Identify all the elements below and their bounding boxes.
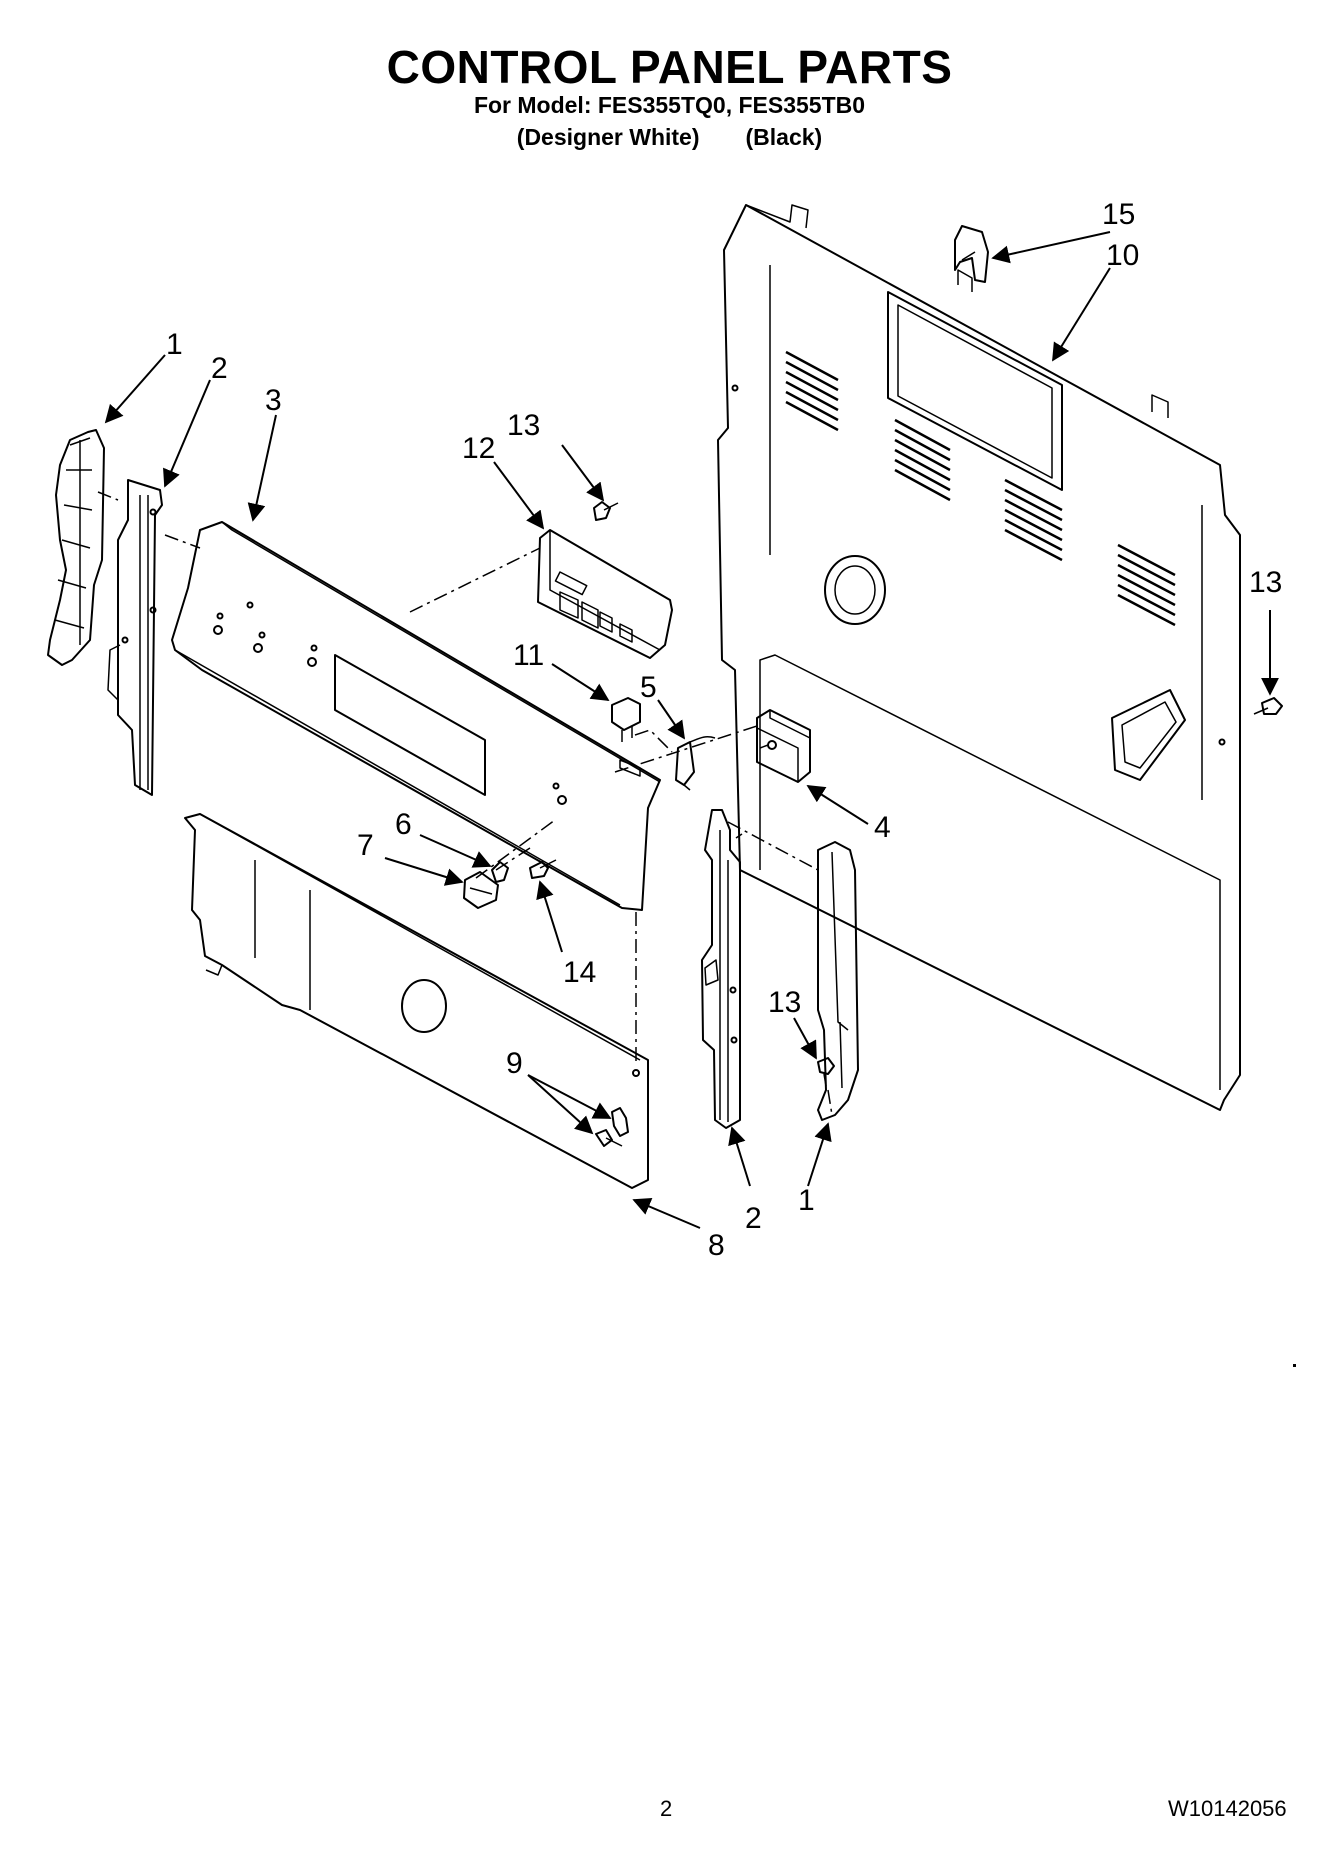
model-line: For Model: FES355TQ0, FES355TB0 xyxy=(473,92,866,118)
variant-line: (Designer White) (Black) xyxy=(0,124,1339,151)
callout-14: 14 xyxy=(563,956,596,989)
leader-arrows xyxy=(104,231,1279,1229)
screw-part-14 xyxy=(529,859,557,879)
knob-insert-part-6 xyxy=(491,861,509,883)
electronic-control-part-12 xyxy=(537,529,673,659)
callout-4: 4 xyxy=(874,811,891,844)
callout-2-right: 2 xyxy=(745,1202,762,1235)
variant-black: (Black) xyxy=(745,124,823,150)
screw-part-13-right xyxy=(1253,697,1283,715)
lower-panel-part-8 xyxy=(184,813,649,1189)
callout-13-right: 13 xyxy=(1249,566,1282,599)
callout-8: 8 xyxy=(708,1229,725,1262)
screw-part-13-mid xyxy=(817,1057,835,1087)
screws-part-9 xyxy=(595,1107,629,1147)
document-number: W10142056 xyxy=(1168,1796,1287,1821)
rear-panel-part-10 xyxy=(717,204,1241,1111)
right-bracket-part-2 xyxy=(701,809,743,1129)
scan-artifact-dot xyxy=(1293,1364,1296,1367)
callout-13-top: 13 xyxy=(507,409,540,442)
clip-part-15 xyxy=(954,225,989,283)
callout-5: 5 xyxy=(640,671,657,704)
right-end-cap-part-1 xyxy=(817,841,859,1121)
left-bracket-part-2 xyxy=(107,479,163,796)
callout-15: 15 xyxy=(1102,198,1135,231)
callout-1-left: 1 xyxy=(166,328,183,361)
callout-1-right: 1 xyxy=(798,1184,815,1217)
screw-part-13-top xyxy=(593,501,619,521)
knob-part-7 xyxy=(463,871,499,909)
wire-harness-part-5 xyxy=(675,736,716,791)
callout-3: 3 xyxy=(265,384,282,417)
page-title: CONTROL PANEL PARTS xyxy=(386,41,953,93)
callout-10: 10 xyxy=(1106,239,1139,272)
assembly-lines xyxy=(97,491,833,1116)
callout-7: 7 xyxy=(357,829,374,862)
callout-labels: 1 2 3 12 13 11 5 4 6 7 14 9 8 2 1 13 13 … xyxy=(166,198,1282,1262)
variant-designer-white: (Designer White) xyxy=(516,124,700,150)
callout-11: 11 xyxy=(513,639,544,672)
callout-9: 9 xyxy=(506,1047,523,1080)
page-number: 2 xyxy=(660,1796,673,1821)
callout-6: 6 xyxy=(395,808,412,841)
control-box-part-4 xyxy=(756,709,811,783)
callout-2-left: 2 xyxy=(211,352,228,385)
callout-13-mid: 13 xyxy=(768,986,801,1019)
left-end-cap-part-1 xyxy=(47,429,105,666)
callout-12: 12 xyxy=(462,432,495,465)
switch-part-11 xyxy=(611,697,641,742)
console-panel-part-3 xyxy=(171,521,661,911)
